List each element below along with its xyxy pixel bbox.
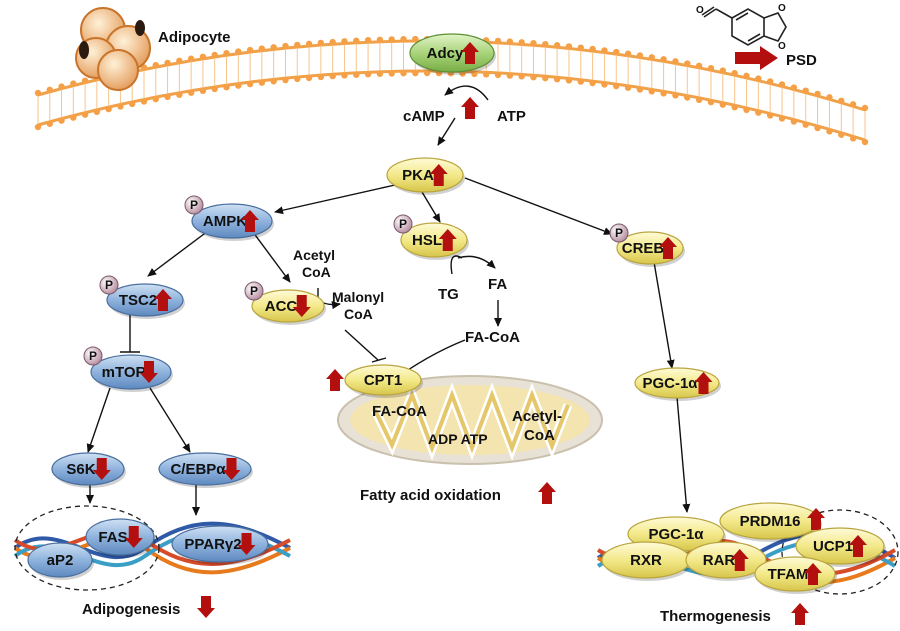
down-arrow-icon-s6k (92, 458, 111, 480)
up-arrow-icon-prdm16 (807, 508, 825, 530)
phospho-label: P (190, 198, 198, 212)
adipogenesis-complex-outline (14, 505, 160, 591)
node-label-pgc1a-dna: PGC-1α (648, 526, 704, 543)
acetyl-coa-label-1: Acetyl (293, 247, 335, 263)
up-arrow-icon-thermogenesis (791, 603, 809, 625)
adp-atp-label: ADP ATP (428, 431, 488, 447)
thermogenesis-complex-outline (781, 509, 899, 595)
node-label-tsc2: TSC2 (119, 292, 157, 309)
up-arrow-icon-pgc1a (694, 372, 713, 394)
node-rar: RAR (685, 541, 768, 581)
phospho-label: P (89, 349, 97, 363)
pathway-arrows (86, 85, 691, 516)
down-arrow-icon-ppary2 (237, 533, 256, 555)
node-label-tfam: TFAM (768, 566, 809, 583)
phospho-label: P (105, 278, 113, 292)
node-label-rar: RAR (703, 552, 736, 569)
up-arrow-icon-hsl (438, 229, 457, 251)
up-arrow-icon-rar (730, 549, 749, 571)
node-pgc1a: PGC-1α (634, 367, 721, 401)
tg-label: TG (438, 286, 459, 303)
down-arrow-icon-adipogenesis (197, 596, 215, 618)
up-arrow-icon-adcy (461, 42, 479, 64)
node-label-mtor: mTOR (102, 364, 147, 381)
node-label-ppary2: PPARγ2 (184, 536, 241, 553)
node-prdm16: PRDM16 (719, 502, 825, 542)
up-arrow-icon-pka (429, 164, 448, 186)
mitochondrion (337, 375, 603, 465)
node-label-ampk: AMPK (203, 213, 247, 230)
node-ucp1: UCP1 (795, 527, 886, 567)
svg-text:O: O (696, 5, 704, 16)
node-label-fas: FAS (98, 529, 127, 546)
node-rxr: RXR (601, 541, 692, 581)
node-ppary2: PPARγ2 (171, 525, 270, 565)
fatty-acid-oxidation-label: Fatty acid oxidation (360, 487, 501, 504)
node-tsc2: TSC2 P (99, 275, 185, 319)
node-label-ucp1: UCP1 (813, 538, 853, 555)
node-s6k: S6K (51, 452, 126, 488)
node-hsl: HSL P (393, 214, 469, 260)
up-arrow-icon-ampk (241, 210, 259, 232)
node-label-adcy: Adcy (427, 45, 464, 62)
psd-arrow-icon (735, 46, 778, 70)
up-arrow-icon-tsc2 (154, 289, 172, 311)
adipocyte-icon (75, 7, 151, 91)
camp-label: cAMP (403, 108, 445, 125)
node-label-acc: ACC (265, 298, 298, 315)
node-label-pka: PKA (402, 167, 434, 184)
phospho-label: P (615, 226, 623, 240)
node-adcy: Adcy (409, 33, 496, 75)
node-fas: FAS (85, 518, 156, 558)
node-cpt1: CPT1 (326, 364, 423, 398)
up-arrow-icon-fatty-acid-oxidation (538, 482, 556, 504)
node-ap2: aP2 (27, 542, 94, 580)
node-mtor: mTOR P (83, 346, 173, 392)
down-arrow-icon-acc (292, 295, 311, 317)
up-arrow-icon-tfam (804, 563, 822, 585)
up-arrow-icon-camp (461, 97, 479, 119)
node-cebpa: C/EBPα (158, 452, 253, 488)
node-pka: PKA (386, 157, 465, 195)
psd-label: PSD (786, 52, 817, 69)
fa-label: FA (488, 276, 507, 293)
node-label-cebpa: C/EBPα (170, 461, 226, 478)
atp-label: ATP (497, 108, 526, 125)
node-acc: ACC P (244, 281, 326, 325)
down-arrow-icon-mtor (140, 361, 158, 383)
malonyl-coa-label-1: Malonyl (332, 289, 384, 305)
node-label-cpt1: CPT1 (364, 372, 402, 389)
up-arrow-icon-creb (659, 237, 677, 259)
svg-text:O: O (778, 41, 786, 52)
node-tfam: TFAM (754, 556, 837, 594)
up-arrow-icon-ucp1 (849, 535, 867, 557)
node-label-creb: CREB (622, 240, 665, 257)
up-arrow-icon-cpt1 (326, 369, 344, 391)
node-label-hsl: HSL (412, 232, 442, 249)
node-ampk: AMPK P (184, 195, 274, 241)
node-label-rxr: RXR (630, 552, 662, 569)
down-arrow-icon-fas (124, 526, 143, 548)
phospho-label: P (399, 217, 407, 231)
node-label-ap2: aP2 (47, 552, 74, 569)
node-label-prdm16: PRDM16 (740, 513, 801, 530)
node-label-pgc1a: PGC-1α (642, 375, 698, 392)
thermogenesis-label: Thermogenesis (660, 608, 771, 625)
malonyl-coa-label-2: CoA (344, 306, 373, 322)
adipogenesis-label: Adipogenesis (82, 601, 180, 618)
phospho-label: P (250, 284, 258, 298)
mito-acetyl-coa-label-2: CoA (524, 427, 555, 444)
mito-acetyl-coa-label-1: Acetyl- (512, 408, 562, 425)
acetyl-coa-label-2: CoA (302, 264, 331, 280)
fa-coa-label: FA-CoA (465, 329, 520, 346)
down-arrow-icon-cebpa (222, 458, 241, 480)
psd-molecule-icon (701, 6, 787, 46)
adipocyte-label: Adipocyte (158, 29, 231, 46)
svg-text:O: O (778, 3, 786, 14)
mito-fa-coa-label: FA-CoA (372, 403, 427, 420)
node-label-s6k: S6K (66, 461, 95, 478)
